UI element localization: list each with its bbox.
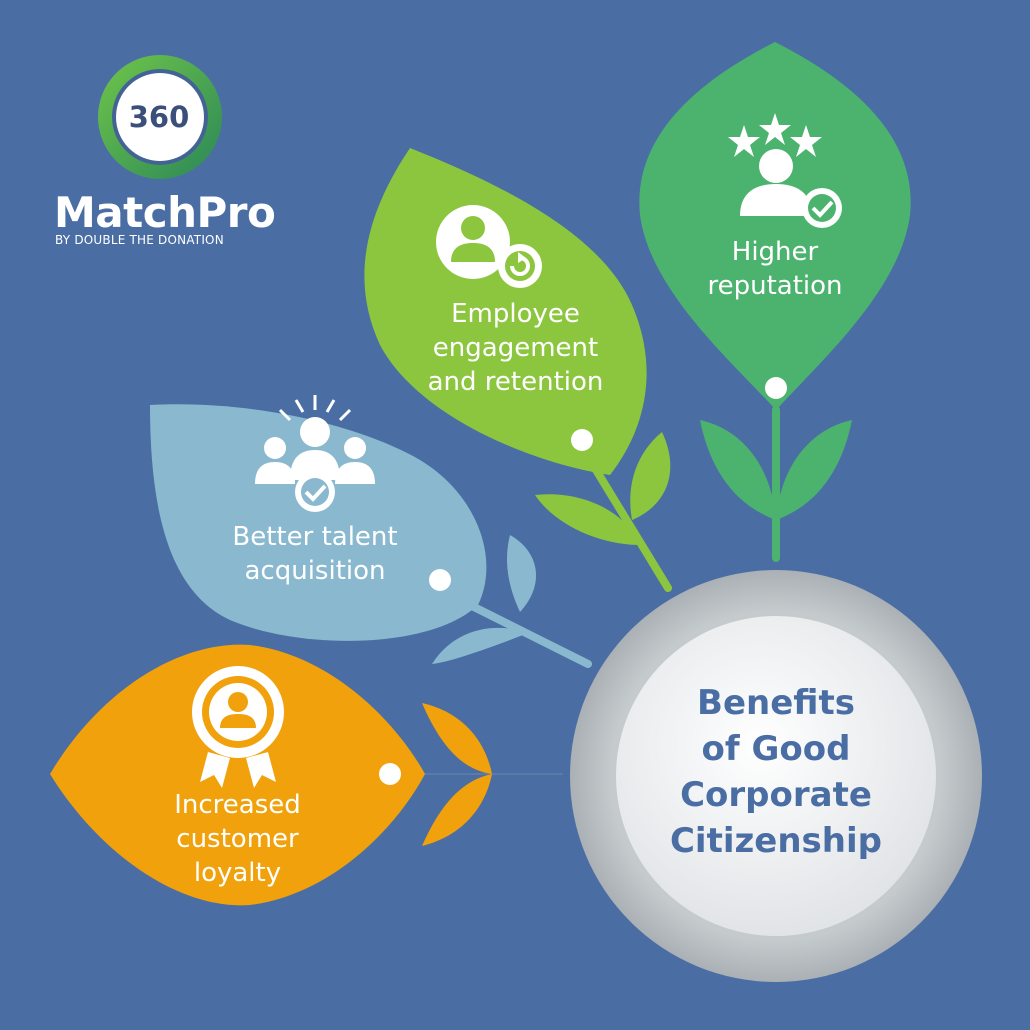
leaf-better-talent (150, 404, 487, 641)
center-title-line: Citizenship (669, 821, 882, 861)
label-line: reputation (707, 271, 843, 301)
label-customer-loyalty: Increased customer loyalty (130, 788, 345, 890)
logo-number: 360 (128, 100, 190, 134)
label-line: and retention (427, 367, 604, 397)
label-line: Employee (451, 299, 580, 329)
leaf-dots (379, 377, 787, 785)
logo-tagline: BY DOUBLE THE DONATION (55, 233, 224, 247)
center-title-line: Benefits (697, 683, 855, 723)
leaf-higher-reputation (639, 42, 911, 410)
label-higher-reputation: Higher reputation (680, 235, 870, 303)
label-line: customer (176, 824, 299, 854)
group-arrows-check-icon (255, 395, 375, 512)
logo-wordmark: MatchPro (54, 188, 276, 237)
leaf-employee-engagement (364, 148, 647, 475)
label-better-talent: Better talent acquisition (200, 520, 430, 588)
center-disc (570, 570, 982, 982)
label-line: Better talent (232, 522, 398, 552)
person-refresh-icon (436, 205, 542, 288)
center-title: Benefits of Good Corporate Citizenship (640, 680, 912, 864)
label-line: Higher (731, 237, 819, 267)
label-line: loyalty (193, 858, 282, 888)
label-employee-engagement: Employee engagement and retention (398, 297, 633, 399)
leaf-customer-loyalty (50, 644, 425, 906)
small-leaves (422, 420, 852, 846)
center-title-line: Corporate (680, 775, 872, 815)
label-line: engagement (432, 333, 599, 363)
label-line: Increased (174, 790, 301, 820)
award-badge-person-icon (192, 666, 284, 788)
logo-ring (98, 55, 222, 179)
center-title-line: of Good (701, 729, 851, 769)
label-line: acquisition (244, 556, 386, 586)
person-stars-check-icon (728, 113, 842, 228)
